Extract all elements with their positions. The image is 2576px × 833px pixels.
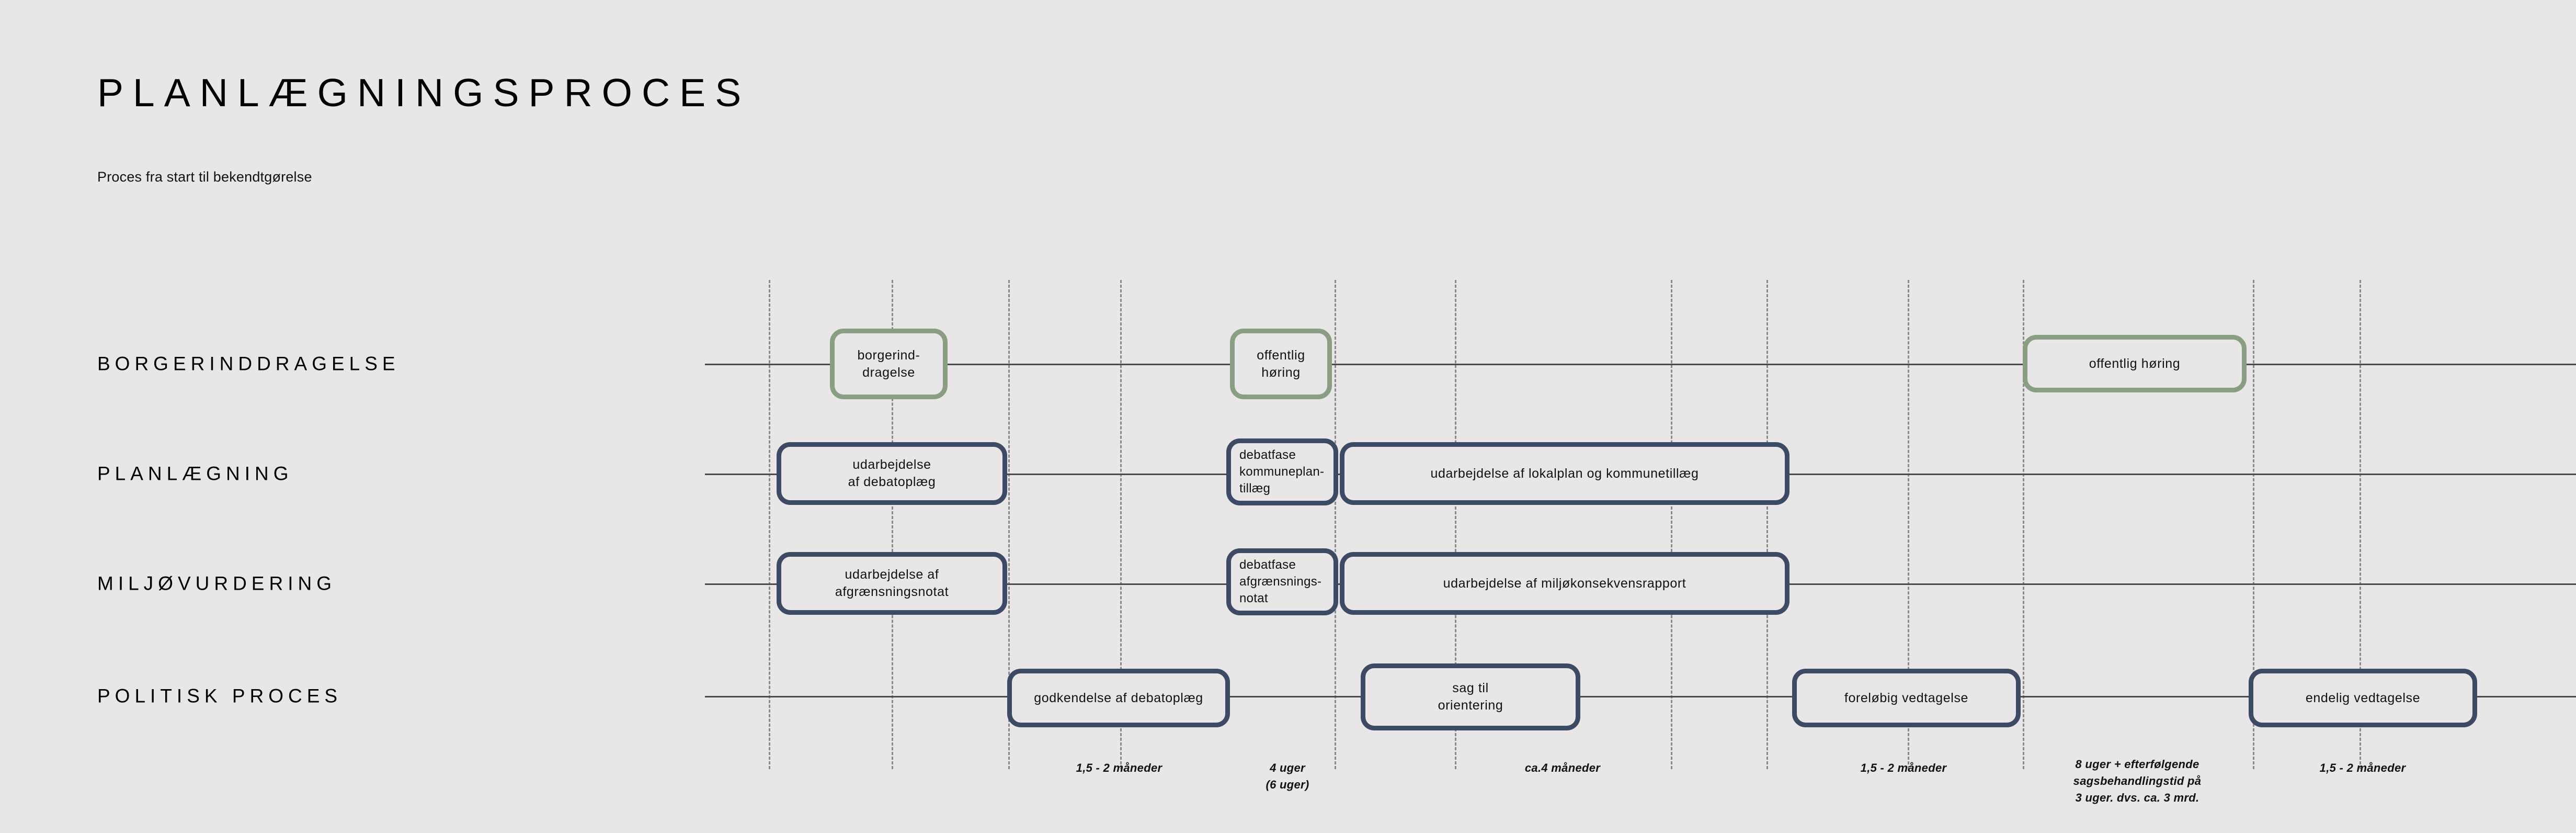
node-label: endelig vedtagelse <box>2305 690 2421 705</box>
node-debatfase-afgraensningsnotat[interactable]: debatfase afgrænsnings- notat <box>1226 548 1338 615</box>
node-forelobig-vedtagelse[interactable]: foreløbig vedtagelse <box>1792 669 2021 727</box>
node-sag-til-orientering[interactable]: sag til orientering <box>1361 663 1580 730</box>
node-label: offentlig høring <box>2089 356 2181 371</box>
timeline-caption-1: 1,5 - 2 måneder <box>1076 761 1162 774</box>
node-label: udarbejdelse af miljøkonsekvensrapport <box>1443 576 1686 591</box>
gridline-11 <box>2253 280 2254 769</box>
gridline-12 <box>2360 280 2361 769</box>
node-offentlig-horing-2[interactable]: offentlig høring <box>2023 335 2247 392</box>
gridline-6 <box>1455 280 1456 769</box>
node-offentlig-horing-1[interactable]: offentlig høring <box>1230 329 1332 399</box>
node-label: udarbejdelse af lokalplan og kommunetill… <box>1430 466 1699 481</box>
timeline-caption-5: 8 uger + efterfølgende sagsbehandlingsti… <box>2073 758 2202 804</box>
gridline-9 <box>1908 280 1909 769</box>
connector-line-row-4 <box>705 696 2576 697</box>
timeline-caption-4: 1,5 - 2 måneder <box>1860 761 1947 774</box>
node-udarbejdelse-miljokonsekvensrapport[interactable]: udarbejdelse af miljøkonsekvensrapport <box>1340 552 1789 615</box>
node-label: debatfase kommuneplan- tillæg <box>1239 448 1325 496</box>
node-label: sag til orientering <box>1438 681 1503 713</box>
node-udarbejdelse-debatoplaeg[interactable]: udarbejdelse af debatoplæg <box>777 442 1007 505</box>
page-subtitle: Proces fra start til bekendtgørelse <box>97 169 312 185</box>
connector-line-row-1 <box>705 364 2576 365</box>
gridline-2 <box>892 280 893 769</box>
gridline-5 <box>1335 280 1336 769</box>
gridline-4 <box>1120 280 1122 769</box>
node-debatfase-kommuneplantillaeg[interactable]: debatfase kommuneplan- tillæg <box>1226 438 1338 505</box>
node-label: udarbejdelse af afgrænsningsnotat <box>835 567 949 599</box>
gridline-3 <box>1008 280 1010 769</box>
node-godkendelse-debatoplaeg[interactable]: godkendelse af debatoplæg <box>1007 669 1230 727</box>
node-label: offentlig høring <box>1257 347 1305 380</box>
node-label: borgerind- dragelse <box>857 347 920 380</box>
page-title: PLANLÆGNINGSPROCES <box>97 71 751 115</box>
gridline-7 <box>1671 280 1672 769</box>
row-label-politisk-proces: POLITISK PROCES <box>97 685 343 707</box>
node-borgerinddragelse[interactable]: borgerind- dragelse <box>830 329 948 399</box>
row-label-miljovurdering: MILJØVURDERING <box>97 572 336 594</box>
node-label: godkendelse af debatoplæg <box>1034 690 1203 705</box>
node-udarbejdelse-lokalplan[interactable]: udarbejdelse af lokalplan og kommunetill… <box>1340 442 1789 505</box>
node-label: udarbejdelse af debatoplæg <box>848 457 936 489</box>
node-endelig-vedtagelse[interactable]: endelig vedtagelse <box>2249 669 2477 727</box>
timeline-caption-2: 4 uger (6 uger) <box>1266 761 1309 791</box>
gridline-10 <box>2023 280 2024 769</box>
node-udarbejdelse-afgraensningsnotat[interactable]: udarbejdelse af afgrænsningsnotat <box>777 552 1007 615</box>
row-label-borgerinddragelse: BORGERINDDRAGELSE <box>97 353 400 375</box>
gridline-1 <box>769 280 770 769</box>
timeline-caption-6: 1,5 - 2 måneder <box>2319 761 2406 774</box>
node-label: debatfase afgrænsnings- notat <box>1239 558 1322 605</box>
gridline-8 <box>1766 280 1768 769</box>
node-label: foreløbig vedtagelse <box>1844 690 1969 705</box>
timeline-caption-3: ca.4 måneder <box>1524 761 1601 774</box>
row-label-planlaegning: PLANLÆGNING <box>97 463 293 485</box>
